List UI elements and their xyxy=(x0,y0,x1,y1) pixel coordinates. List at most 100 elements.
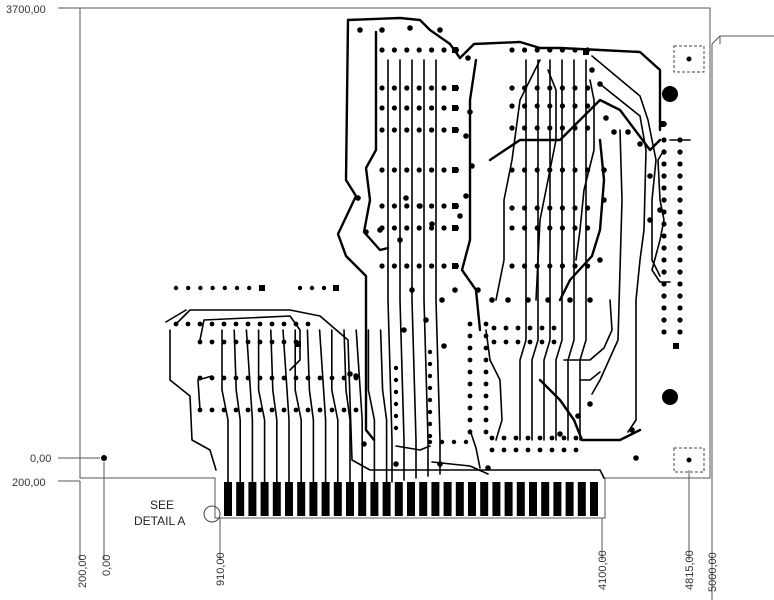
pad xyxy=(585,167,591,173)
pad xyxy=(515,325,521,331)
pad xyxy=(441,225,447,231)
connector-finger xyxy=(236,482,245,516)
pad xyxy=(661,161,667,167)
trace xyxy=(519,59,527,441)
pad xyxy=(661,281,667,287)
connector-finger xyxy=(541,482,550,516)
pad xyxy=(534,47,540,53)
pad xyxy=(483,429,489,435)
pad xyxy=(416,263,422,269)
pad xyxy=(281,407,287,413)
pad xyxy=(257,407,263,413)
pad xyxy=(379,167,385,173)
via xyxy=(463,133,469,139)
via xyxy=(452,287,458,293)
trace xyxy=(423,59,429,477)
trace xyxy=(535,69,557,301)
pad xyxy=(416,47,422,53)
pad xyxy=(427,421,433,427)
pad xyxy=(317,407,323,413)
pad xyxy=(353,407,359,413)
via xyxy=(647,173,653,179)
pad xyxy=(537,435,543,441)
pad xyxy=(551,325,557,331)
pad xyxy=(393,413,399,419)
connector-finger xyxy=(370,482,379,516)
pad xyxy=(293,407,299,413)
connector-finger xyxy=(480,482,489,516)
square-pad xyxy=(452,47,458,53)
pad xyxy=(197,321,203,327)
pad xyxy=(572,225,578,231)
pad xyxy=(483,321,489,327)
pad xyxy=(483,393,489,399)
pad xyxy=(573,447,579,453)
trace xyxy=(294,329,303,483)
pad xyxy=(379,105,385,111)
connector-finger xyxy=(455,482,464,516)
pad xyxy=(522,125,528,131)
pad xyxy=(221,339,227,345)
pad xyxy=(305,375,311,381)
pad xyxy=(393,425,399,431)
via xyxy=(633,455,639,461)
pad xyxy=(281,339,287,345)
pad xyxy=(509,125,515,131)
pad xyxy=(429,203,435,209)
via xyxy=(601,197,607,203)
via xyxy=(657,207,663,213)
trace xyxy=(330,329,339,483)
via xyxy=(637,141,643,147)
square-pad xyxy=(452,85,458,91)
via xyxy=(363,229,369,235)
pad xyxy=(321,285,327,291)
trace xyxy=(558,138,606,302)
pad xyxy=(534,103,540,109)
connector-finger xyxy=(248,482,257,516)
pad xyxy=(393,377,399,383)
pad xyxy=(439,439,445,445)
via xyxy=(505,297,511,303)
via xyxy=(647,217,653,223)
pad xyxy=(677,257,683,263)
pad xyxy=(467,429,473,435)
via xyxy=(429,221,435,227)
dim-label-y-zero: 0,00 xyxy=(30,453,51,465)
pad xyxy=(429,225,435,231)
dimension-lines xyxy=(58,7,713,560)
pad xyxy=(293,375,299,381)
via xyxy=(557,431,563,437)
connector-finger xyxy=(419,482,428,516)
connector-finger xyxy=(333,482,342,516)
via xyxy=(597,81,603,87)
trace xyxy=(458,40,662,132)
connector-finger xyxy=(516,482,525,516)
pad xyxy=(467,345,473,351)
connector-finger xyxy=(272,482,281,516)
via xyxy=(469,163,475,169)
pad xyxy=(429,105,435,111)
pad xyxy=(585,205,591,211)
connector-finger xyxy=(492,482,501,516)
pad xyxy=(379,85,385,91)
pad xyxy=(393,401,399,407)
pad xyxy=(305,321,311,327)
pad xyxy=(198,285,203,291)
pad xyxy=(269,375,275,381)
via xyxy=(409,287,415,293)
via xyxy=(629,427,635,433)
mounting-brackets xyxy=(673,45,705,473)
pad xyxy=(233,375,239,381)
dim-label-x-4100: 4100,00 xyxy=(597,550,609,590)
pad xyxy=(427,397,433,403)
pad xyxy=(391,47,397,53)
dim-label-y-top: 3700,00 xyxy=(6,4,46,16)
via xyxy=(625,129,631,135)
pad xyxy=(269,321,275,327)
via xyxy=(361,441,367,447)
pad xyxy=(509,225,515,231)
pad xyxy=(341,407,347,413)
large-hole-bottom xyxy=(662,389,678,405)
pad xyxy=(572,125,578,131)
via xyxy=(597,257,603,263)
